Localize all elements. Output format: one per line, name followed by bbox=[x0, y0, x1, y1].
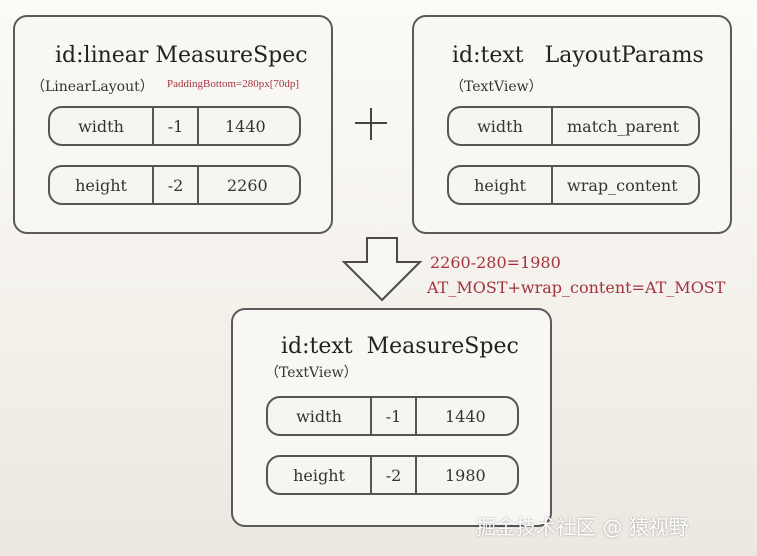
row-size: 1440 bbox=[415, 398, 517, 434]
params-width-row: width match_parent bbox=[447, 106, 700, 146]
row-label: width bbox=[296, 406, 342, 426]
row-size: 1440 bbox=[197, 108, 299, 144]
result-width-row: width -1 1440 bbox=[266, 396, 519, 436]
plus-icon bbox=[351, 104, 391, 144]
row-label: height bbox=[474, 175, 526, 195]
text-measurespec-title: id:text MeasureSpec bbox=[281, 334, 519, 359]
row-value: match_parent bbox=[551, 108, 698, 144]
text-measurespec-card: id:text MeasureSpec （TextView） width -1 … bbox=[231, 308, 552, 527]
row-size: 2260 bbox=[197, 167, 299, 203]
linear-measurespec-title: id:linear MeasureSpec bbox=[55, 43, 308, 68]
calculation-line-1: 2260-280=1980 bbox=[430, 253, 561, 272]
text-layoutparams-title: id:text LayoutParams bbox=[452, 43, 704, 68]
row-label: height bbox=[293, 465, 345, 485]
down-arrow-icon bbox=[341, 237, 423, 302]
linear-height-row: height -2 2260 bbox=[48, 165, 301, 205]
text-layoutparams-card: id:text LayoutParams （TextView） width ma… bbox=[412, 15, 732, 234]
watermark: 掘金技术社区 @ 猿视野 bbox=[476, 515, 689, 539]
padding-bottom-note: PaddingBottom=280px[70dp] bbox=[167, 78, 300, 90]
linear-width-row: width -1 1440 bbox=[48, 106, 301, 146]
text-layoutparams-subtitle: （TextView） bbox=[450, 79, 543, 95]
result-height-row: height -2 1980 bbox=[266, 455, 519, 495]
row-label: width bbox=[78, 116, 124, 136]
row-size: 1980 bbox=[415, 457, 517, 493]
row-mode: -1 bbox=[370, 398, 415, 434]
text-measurespec-subtitle: （TextView） bbox=[265, 365, 358, 381]
row-mode: -1 bbox=[152, 108, 197, 144]
row-mode: -2 bbox=[152, 167, 197, 203]
linear-measurespec-card: id:linear MeasureSpec （LinearLayout） Pad… bbox=[13, 15, 333, 234]
row-mode: -2 bbox=[370, 457, 415, 493]
row-value: wrap_content bbox=[551, 167, 698, 203]
row-label: width bbox=[477, 116, 523, 136]
params-height-row: height wrap_content bbox=[447, 165, 700, 205]
calculation-line-2: AT_MOST+wrap_content=AT_MOST bbox=[427, 278, 726, 297]
linear-measurespec-subtitle: （LinearLayout） bbox=[31, 79, 154, 95]
row-label: height bbox=[75, 175, 127, 195]
